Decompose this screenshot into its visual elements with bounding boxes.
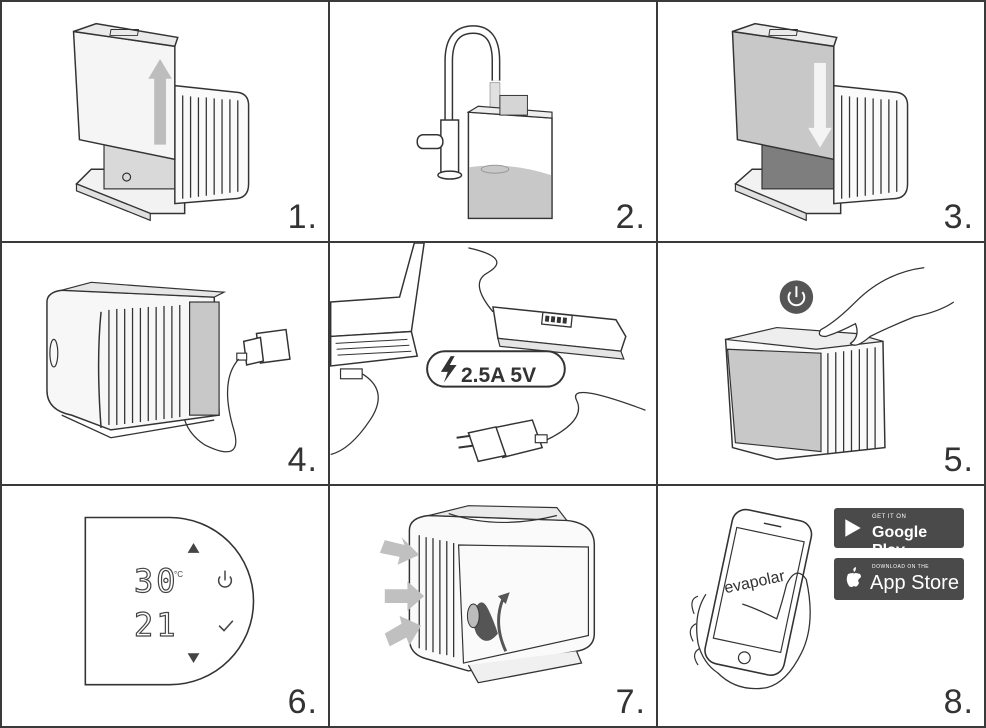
triangle-up-icon (187, 543, 200, 553)
triangle-down-icon (187, 653, 200, 664)
step-number: 4. (287, 441, 318, 479)
step-8-illustration (689, 508, 813, 690)
down-arrow-icon (808, 62, 832, 148)
step-number: 7. (615, 683, 646, 721)
power-icon (779, 280, 814, 314)
phone (704, 508, 813, 676)
step-6-illustration (84, 516, 255, 686)
faucet-icon (416, 25, 501, 180)
step-1-illustration (72, 22, 250, 222)
step-number: 2. (615, 198, 646, 236)
check-icon (218, 620, 234, 632)
step-4-panel: 4. (0, 241, 330, 486)
airflow-arrows-icon (379, 537, 425, 647)
step-number: 1. (287, 198, 318, 236)
step-7-panel: 7. (328, 484, 658, 728)
google-play-button[interactable]: GET IT ON Google Play (834, 508, 964, 559)
google-play-big: Google Play (872, 524, 928, 559)
step-3-panel: 3. (656, 0, 986, 243)
step-2-panel: 2. (328, 0, 658, 243)
rotate-arrow-icon (466, 592, 510, 652)
step-2-illustration (416, 25, 553, 220)
step-number: 3. (943, 198, 974, 236)
power-illustration (330, 243, 646, 463)
power-source-panel: 2.5A 5V (328, 241, 658, 486)
step-3-illustration (731, 22, 909, 222)
app-store-big: App Store (870, 572, 959, 594)
app-store-button[interactable]: DOWNLOAD ON THE App Store (834, 558, 964, 600)
apple-icon (846, 567, 861, 587)
battery-icon (492, 306, 627, 360)
step-number: 6. (287, 683, 318, 721)
up-arrow-icon (148, 59, 172, 145)
step-5-illustration (724, 266, 955, 461)
power-spec-label: 2.5A 5V (461, 364, 537, 387)
step-7-illustration (379, 505, 596, 684)
temperature-readout: 30 (133, 561, 179, 600)
app-store-small: DOWNLOAD ON THE (872, 564, 930, 570)
humidity-readout: 21 (133, 605, 179, 644)
step-6-panel: 30 °C 21 6. (0, 484, 330, 728)
plug-icon (236, 328, 291, 366)
power-spec-badge (426, 350, 566, 388)
step-4-illustration (46, 281, 291, 453)
step-8-panel: evapolar GET IT ON Google Play DOWNLOAD … (656, 484, 986, 728)
lightning-icon (440, 356, 457, 383)
step-1-panel: 1. (0, 0, 330, 243)
step-5-panel: 5. (656, 241, 986, 486)
google-play-small: GET IT ON (872, 514, 907, 520)
temperature-unit: °C (174, 570, 183, 579)
power-icon (217, 570, 233, 588)
step-number: 8. (943, 683, 974, 721)
step-number: 5. (943, 441, 974, 479)
google-play-icon (845, 519, 861, 537)
